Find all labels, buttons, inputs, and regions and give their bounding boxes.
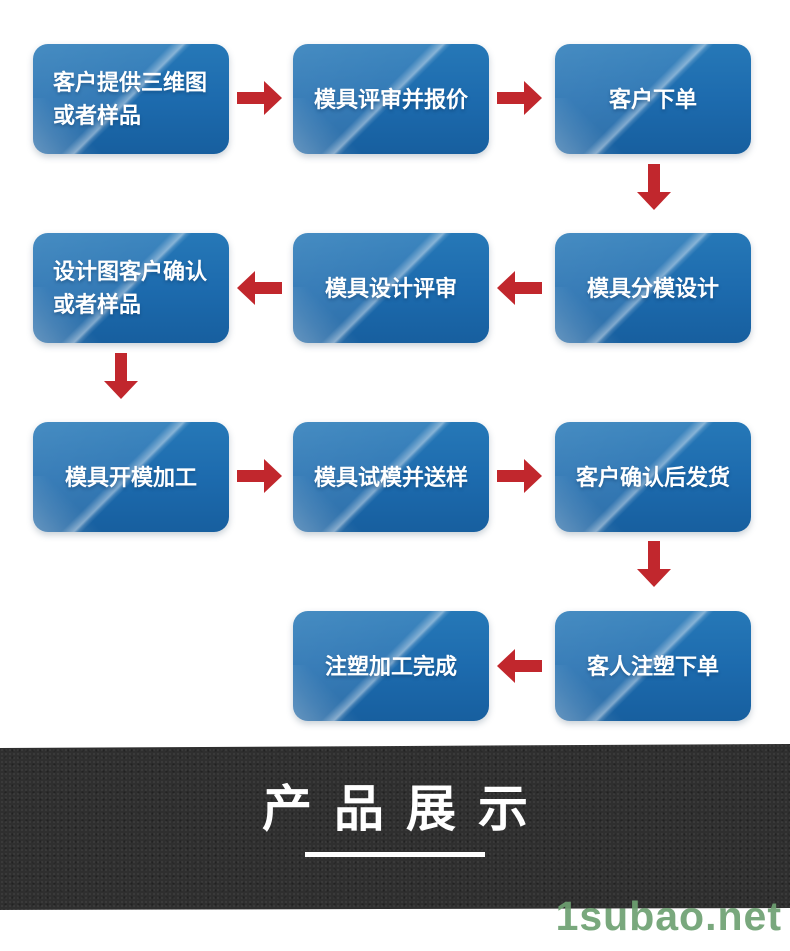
product-display-title: 产品展示: [262, 781, 550, 837]
flow-node-mold-review-quote: 模具评审并报价: [293, 44, 489, 154]
section-banner: 产品展示: [0, 744, 790, 910]
watermark: 1subao.net: [555, 893, 782, 939]
arrow-head: [264, 459, 282, 493]
flow-node-label-line: 模具开模加工: [64, 464, 197, 490]
arrow-left-icon: [237, 271, 282, 305]
arrow-right-icon: [237, 81, 282, 115]
arrow-shaft: [515, 660, 542, 672]
arrow-shaft: [255, 282, 282, 294]
flow-node-label-line: 模具设计评审: [324, 275, 457, 301]
flow-node-label-line: 模具试模并送样: [313, 464, 468, 490]
arrow-left-icon: [497, 649, 542, 683]
arrow-down-icon: [637, 164, 671, 210]
flow-node-mold-parting-design: 模具分模设计: [555, 233, 751, 343]
flow-node-design-confirmation: 设计图客户确认 或者样品: [33, 233, 229, 343]
flow-node-label-line: 客户确认后发货: [575, 464, 730, 490]
arrow-shaft: [237, 92, 264, 104]
arrow-shaft: [515, 282, 542, 294]
arrow-shaft: [648, 541, 660, 569]
arrow-right-icon: [497, 459, 542, 493]
arrow-shaft: [648, 164, 660, 192]
flow-node-label-line: 模具评审并报价: [313, 86, 468, 112]
title-underline: [305, 852, 485, 857]
flow-node-injection-order: 客人注塑下单: [555, 611, 751, 721]
flow-node-label-line: 客户提供三维图: [53, 70, 208, 95]
arrow-head: [637, 192, 671, 210]
arrow-down-icon: [104, 353, 138, 399]
arrow-shaft: [237, 470, 264, 482]
flow-node-mold-trial-samples: 模具试模并送样: [293, 422, 489, 532]
flow-node-label-line: 注塑加工完成: [324, 653, 457, 679]
arrow-head: [637, 569, 671, 587]
arrow-down-icon: [637, 541, 671, 587]
arrow-right-icon: [237, 459, 282, 493]
flow-node-label-line: 设计图客户确认: [53, 259, 208, 284]
arrow-head: [237, 271, 255, 305]
flow-node-label-line: 模具分模设计: [586, 275, 719, 301]
flow-node-ship-after-confirmation: 客户确认后发货: [555, 422, 751, 532]
flow-node-label-line: 或者样品: [53, 292, 142, 317]
flow-node-customer-order: 客户下单: [555, 44, 751, 154]
flow-node-mold-design-review: 模具设计评审: [293, 233, 489, 343]
arrow-head: [264, 81, 282, 115]
flow-node-label-line: 客户下单: [608, 86, 697, 112]
arrow-head: [497, 271, 515, 305]
arrow-shaft: [115, 353, 127, 381]
arrow-head: [524, 81, 542, 115]
arrow-right-icon: [497, 81, 542, 115]
flow-node-injection-complete: 注塑加工完成: [293, 611, 489, 721]
arrow-left-icon: [497, 271, 542, 305]
arrow-shaft: [497, 92, 524, 104]
flow-node-label-line: 或者样品: [53, 103, 142, 128]
arrow-head: [497, 649, 515, 683]
arrow-shaft: [497, 470, 524, 482]
flow-node-customer-provides-drawings: 客户提供三维图 或者样品: [33, 44, 229, 154]
flow-node-mold-machining: 模具开模加工: [33, 422, 229, 532]
flow-node-label-line: 客人注塑下单: [586, 653, 719, 679]
arrow-head: [104, 381, 138, 399]
arrow-head: [524, 459, 542, 493]
